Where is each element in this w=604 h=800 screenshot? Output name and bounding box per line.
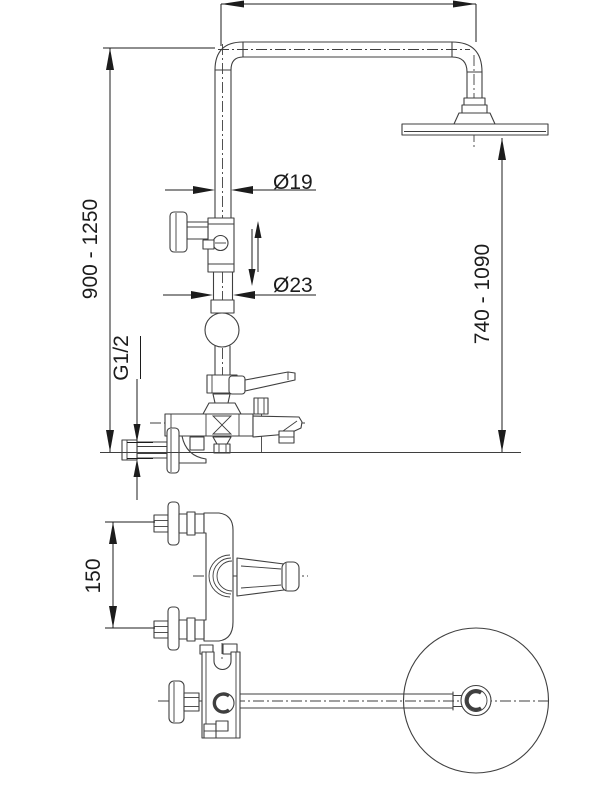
lower-riser [204,271,240,376]
top-view-knob [168,680,185,724]
tub-spout [252,415,303,444]
mixer-front-body [203,512,234,642]
slider-diverter [169,211,235,273]
front-view [153,501,308,660]
upper-diameter-label: Ø19 [273,171,313,194]
overhead-tube [214,41,483,73]
shower-head [401,71,549,136]
height-range-label: 900 - 1250 [79,199,102,299]
upper-diameter-dimension: Ø19 [165,171,316,194]
riser-pipe [214,69,232,219]
front-lever-handle [236,557,300,597]
top-flange [167,501,180,546]
shower-arm [239,691,463,711]
head-height-label: 740 - 1090 [471,244,494,344]
mixer-body [164,371,303,464]
arrowhead-right [453,0,476,8]
diverter-pull-knob [253,397,269,415]
thread-callout: G1/2 [110,335,153,500]
head-height-dimension: 740 - 1090 [471,138,506,452]
bottom-flange [167,606,180,651]
diverter-stem [186,221,209,240]
lower-diameter-label: Ø23 [273,274,313,297]
connection-spacing-label: 150 [82,558,105,593]
ball-joint [204,312,240,348]
thread-label: G1/2 [110,335,133,381]
lever-knuckle [228,375,246,395]
lower-diameter-dimension: Ø23 [163,274,316,299]
side-view [100,41,549,474]
top-view [158,627,552,774]
wall-connection [121,427,180,474]
lever-handle [244,371,296,392]
inlet-stub [136,441,168,459]
diverter-knob [169,211,188,253]
connection-spacing-dimension: 150 [82,521,155,629]
rain-head-top-view [402,627,550,774]
height-range-dimension: 900 - 1250 [79,47,215,452]
rain-head-disc [401,123,549,136]
height-adjust-arrows [248,221,262,286]
top-span-dimension [220,0,477,46]
arrowhead-left [221,0,244,8]
wall-flange [166,427,180,474]
